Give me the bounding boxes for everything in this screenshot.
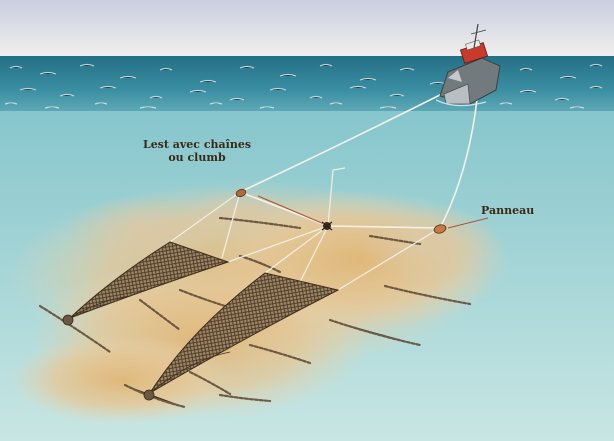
cod-end-icon xyxy=(63,315,73,325)
label-lest-avec-chaines: Lest avec chaînes ou clumb xyxy=(138,138,256,164)
cod-end-icon xyxy=(144,390,154,400)
sea-surface xyxy=(0,56,614,112)
label-lest-line2: ou clumb xyxy=(138,151,256,164)
sky xyxy=(0,0,614,60)
label-lest-line1: Lest avec chaînes xyxy=(138,138,256,151)
label-panneau: Panneau xyxy=(481,204,534,217)
